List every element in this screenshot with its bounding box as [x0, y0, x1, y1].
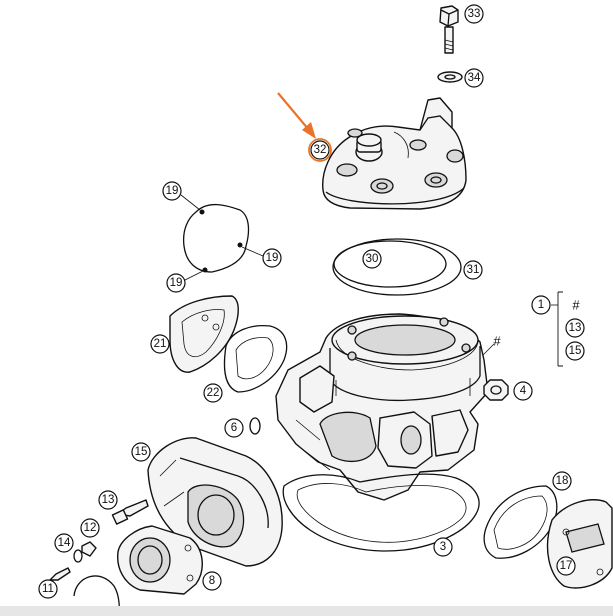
- callout-12[interactable]: 12: [80, 518, 100, 538]
- callout-6-label: 6: [231, 422, 237, 434]
- callout-33[interactable]: 33: [464, 4, 484, 24]
- callout-4[interactable]: 4: [513, 381, 533, 401]
- callout-30[interactable]: 30: [362, 249, 382, 269]
- callout-11-label: 11: [42, 583, 54, 595]
- cover-17-part: [546, 499, 613, 589]
- callout-19-bottom[interactable]: 19: [166, 270, 204, 293]
- bolt-33-part: [439, 5, 459, 54]
- screw-11-part: [49, 567, 71, 581]
- base-gasket-3-part: [282, 473, 480, 552]
- callout-1-label: 1: [538, 299, 544, 311]
- callout-6[interactable]: 6: [224, 418, 244, 438]
- gasket-22-part: [223, 324, 288, 393]
- legend-item-13-label: 13: [569, 322, 582, 334]
- callout-13[interactable]: 13: [98, 490, 118, 510]
- callout-19-top-label: 19: [166, 185, 179, 197]
- cylinder-mark: #: [493, 334, 501, 349]
- screw-13-part: [111, 499, 149, 525]
- legend-item-15[interactable]: 15: [565, 341, 585, 361]
- callout-1[interactable]: 1: [531, 295, 551, 315]
- cylinder-mark-label: #: [493, 334, 501, 349]
- callout-14-label: 14: [58, 537, 71, 549]
- gasket-18-part: [483, 485, 558, 559]
- washer-34-part: [437, 71, 463, 83]
- callout-11[interactable]: 11: [38, 579, 58, 599]
- callout-31-label: 31: [467, 264, 480, 276]
- callout-21[interactable]: 21: [150, 334, 170, 354]
- callout-30-label: 30: [366, 253, 379, 265]
- callout-18[interactable]: 18: [552, 471, 572, 491]
- legend-item-15-label: 15: [569, 345, 582, 357]
- callout-22[interactable]: 22: [203, 383, 223, 403]
- callout-19-bottom-label: 19: [170, 277, 183, 289]
- head-o-ring-30-part: [333, 240, 447, 288]
- callout-19-right-label: 19: [266, 252, 279, 264]
- cylinder-head-32-part: [322, 97, 467, 210]
- callout-18-label: 18: [556, 475, 569, 487]
- bottom-edge-bar: [0, 606, 613, 616]
- callout-3[interactable]: 3: [433, 537, 453, 557]
- callout-14[interactable]: 14: [54, 533, 74, 553]
- o-ring-6-part: [249, 417, 261, 435]
- callout-8-label: 8: [209, 575, 215, 587]
- callout-21-label: 21: [154, 338, 167, 350]
- gasket-21-part: [169, 295, 239, 373]
- callout-22-label: 22: [207, 387, 220, 399]
- callout-17[interactable]: 17: [556, 556, 576, 576]
- callout-32-label: 32: [314, 144, 327, 156]
- exhaust-cover-gasket-19-part: [182, 203, 250, 273]
- callout-32-highlight: [308, 138, 332, 162]
- legend-item-13[interactable]: 13: [565, 318, 585, 338]
- nut-4-part: [483, 379, 509, 401]
- highlight-arrow: [277, 92, 316, 139]
- callout-34[interactable]: 34: [464, 68, 484, 88]
- callout-8[interactable]: 8: [202, 571, 222, 591]
- callout-17-label: 17: [560, 560, 573, 572]
- cylinder-mark-leader: [482, 343, 495, 356]
- callout-33-label: 33: [468, 8, 481, 20]
- callout-32[interactable]: 32: [308, 138, 332, 162]
- callout-13-label: 13: [102, 494, 115, 506]
- callout-4-label: 4: [520, 385, 527, 397]
- head-gasket-31-part: [332, 238, 462, 296]
- callout-12-label: 12: [84, 522, 97, 534]
- callout-34-label: 34: [468, 72, 481, 84]
- exhaust-control-15-part: [147, 437, 283, 567]
- callout-3-label: 3: [440, 541, 446, 553]
- lock-washer-12-part: [81, 541, 97, 557]
- callout-19-right[interactable]: 19: [241, 246, 282, 268]
- callout-19-top[interactable]: 19: [162, 181, 201, 211]
- washer-14-part: [73, 549, 83, 563]
- flange-8-part: [117, 525, 203, 595]
- callout-15[interactable]: 15: [131, 442, 151, 462]
- legend-symbol: #: [572, 298, 580, 313]
- cylinder-part: [275, 313, 489, 501]
- kit-legend: #: [551, 291, 580, 367]
- callout-31[interactable]: 31: [463, 260, 483, 280]
- callout-15-label: 15: [135, 446, 148, 458]
